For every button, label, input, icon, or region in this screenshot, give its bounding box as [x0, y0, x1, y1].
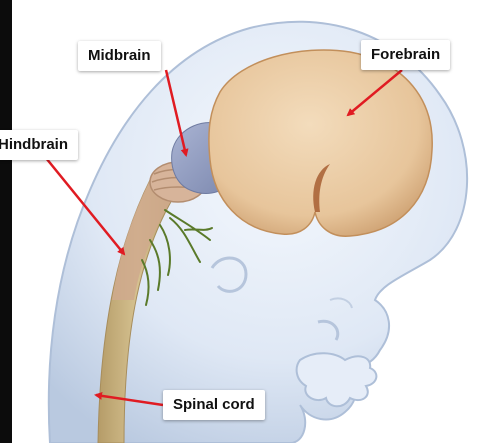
midbrain-label: Midbrain	[78, 41, 161, 71]
forebrain-label: Forebrain	[361, 40, 450, 70]
hindbrain-label: Hindbrain	[0, 130, 78, 160]
left-border-strip	[0, 0, 12, 443]
forebrain-shape	[209, 50, 432, 236]
spinal-cord-label: Spinal cord	[163, 390, 265, 420]
